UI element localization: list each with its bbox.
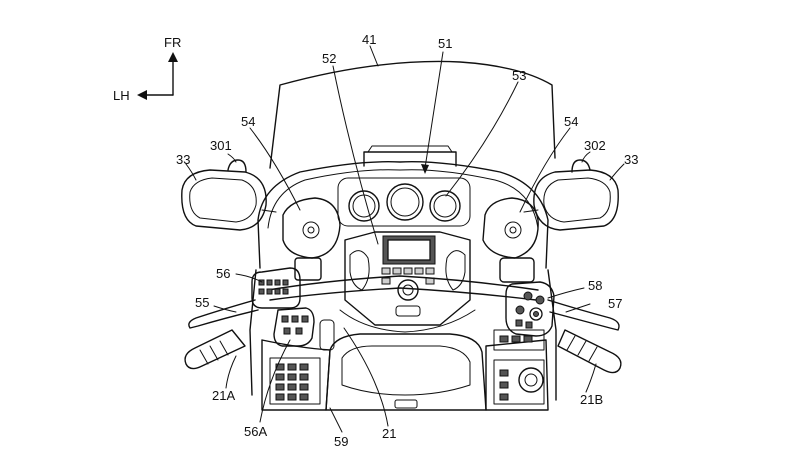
numeral-57: 57: [608, 296, 622, 311]
numeral-21: 21: [382, 426, 396, 441]
fairing: [249, 145, 557, 401]
reservoir-left: [294, 257, 322, 281]
speaker-right: [482, 197, 539, 259]
switch-box-left-lower: [273, 307, 315, 347]
switch-box-right: [505, 281, 555, 337]
speaker-left: [282, 197, 341, 259]
numeral-41: 41: [362, 32, 376, 47]
console-panel-right: [485, 329, 549, 411]
numeral-52: 52: [322, 51, 336, 66]
console-knob-right: [518, 367, 544, 393]
leader-lines: [185, 45, 625, 433]
numeral-51: 51: [438, 36, 452, 51]
fuel-tank-console: [325, 333, 487, 411]
numeral-21B: 21B: [580, 392, 603, 407]
numeral-55: 55: [195, 295, 209, 310]
numeral-301: 301: [210, 138, 232, 153]
console-switch-panel-left: [261, 319, 335, 411]
mirror-left: [181, 159, 277, 231]
numeral-302: 302: [584, 138, 606, 153]
grip-left: [184, 329, 246, 370]
center-console: [339, 231, 476, 333]
lever-left: [188, 299, 259, 329]
numeral-59: 59: [334, 434, 348, 449]
gauge-center: [386, 183, 424, 221]
switch-box-left: [251, 267, 315, 347]
numeral-33-right: 33: [624, 152, 638, 167]
forward-arrow-icon: [168, 52, 178, 62]
console-dial: [397, 279, 419, 301]
windscreen: [269, 60, 556, 169]
orientation-indicator: FR LH: [113, 35, 181, 103]
grip-right: [557, 329, 622, 374]
reservoir-right: [499, 257, 535, 283]
mirror-light-right: [571, 159, 591, 173]
mirror-right: [523, 159, 619, 231]
gauge-left: [348, 190, 380, 222]
numeral-53: 53: [512, 68, 526, 83]
numeral-56: 56: [216, 266, 230, 281]
label-fr: FR: [164, 35, 181, 50]
numeral-54-left: 54: [241, 114, 255, 129]
label-lh: LH: [113, 88, 130, 103]
gauge-right: [429, 190, 461, 222]
mirror-light-left: [227, 159, 247, 173]
console-buttons: [381, 267, 435, 285]
lever-right: [547, 299, 620, 331]
left-arrow-icon: [137, 90, 147, 100]
numeral-21A: 21A: [212, 388, 235, 403]
numeral-56A: 56A: [244, 424, 267, 439]
numeral-54-right: 54: [564, 114, 578, 129]
numeral-58: 58: [588, 278, 602, 293]
meter-cluster: [337, 177, 471, 227]
numeral-33-left: 33: [176, 152, 190, 167]
handlebar: [267, 275, 539, 301]
